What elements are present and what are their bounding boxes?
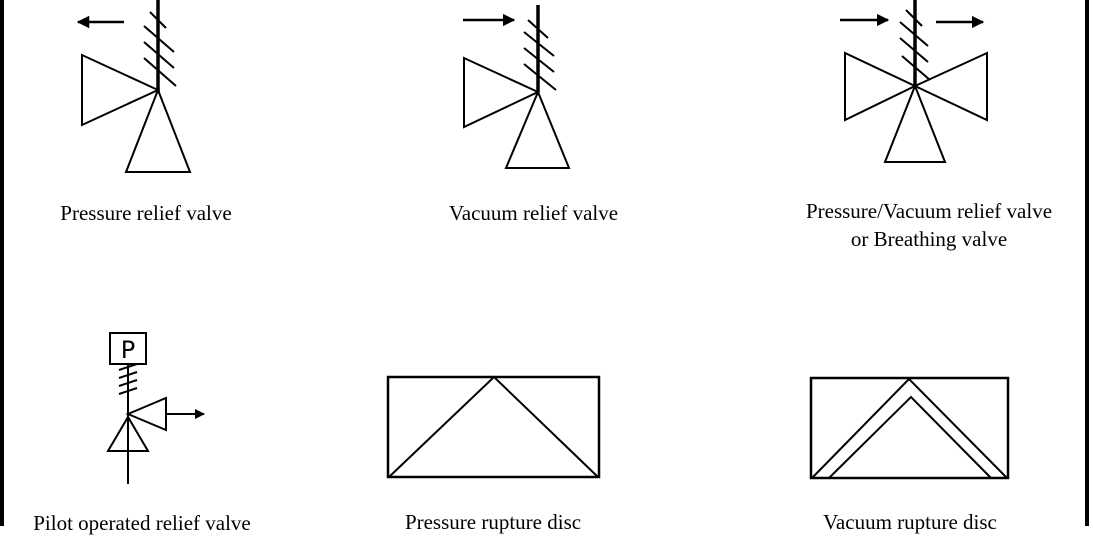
disc-inner-chevron: [828, 395, 992, 479]
valve-body-bottom-triangle: [883, 83, 947, 163]
disc-housing: [809, 376, 1010, 480]
label-line: Vacuum rupture disc: [823, 510, 997, 534]
valve-body-left-triangle: [463, 56, 541, 129]
valve-body-left-triangle: [844, 51, 918, 122]
valve-body-bottom-triangle: [106, 415, 150, 452]
valve-symbols-diagram: P: [76, 0, 1010, 484]
valve-body-right-triangle: [912, 51, 988, 122]
vacuum-relief-valve-symbol: [463, 5, 571, 169]
label-line: Pressure relief valve: [60, 201, 232, 225]
valve-body-bottom-triangle: [124, 87, 192, 173]
label-pilot-operated-relief-valve: Pilot operated relief valve: [12, 509, 272, 537]
spring-icon: [899, 9, 931, 81]
spring-icon: [523, 19, 557, 91]
valve-body-bottom-triangle: [504, 89, 571, 169]
label-vacuum-relief-valve: Vacuum relief valve: [420, 199, 647, 227]
pressure-rupture-disc-symbol: [386, 375, 601, 479]
label-line: Pressure rupture disc: [404, 510, 582, 534]
disc-housing: [386, 375, 601, 479]
valve-body-left-triangle: [81, 53, 161, 127]
label-line: Pressure/Vacuum relief valve: [805, 199, 1053, 223]
pressure-vacuum-relief-valve-symbol: [840, 0, 988, 163]
label-pressure-rupture-disc: Pressure rupture disc: [373, 508, 613, 536]
label-line: Vacuum relief valve: [448, 201, 619, 225]
label-vacuum-rupture-disc: Vacuum rupture disc: [800, 508, 1020, 536]
disc-outer-chevron: [811, 377, 1008, 479]
disc-chevron: [388, 375, 599, 478]
pressure-relief-valve-symbol: [76, 0, 192, 173]
spring-icon: [118, 363, 138, 395]
spring-icon: [143, 11, 177, 87]
pilot-operated-relief-valve-symbol: [106, 332, 205, 484]
label-pressure-vacuum-relief-valve: Pressure/Vacuum relief valve or Breathin…: [780, 197, 1078, 253]
label-line: or Breathing valve: [850, 227, 1008, 251]
label-pressure-relief-valve: Pressure relief valve: [40, 199, 252, 227]
vacuum-rupture-disc-symbol: [809, 376, 1010, 480]
label-line: Pilot operated relief valve: [33, 511, 251, 535]
diagram-frame: [0, 0, 1089, 526]
pilot-tag-text: P: [121, 336, 135, 364]
